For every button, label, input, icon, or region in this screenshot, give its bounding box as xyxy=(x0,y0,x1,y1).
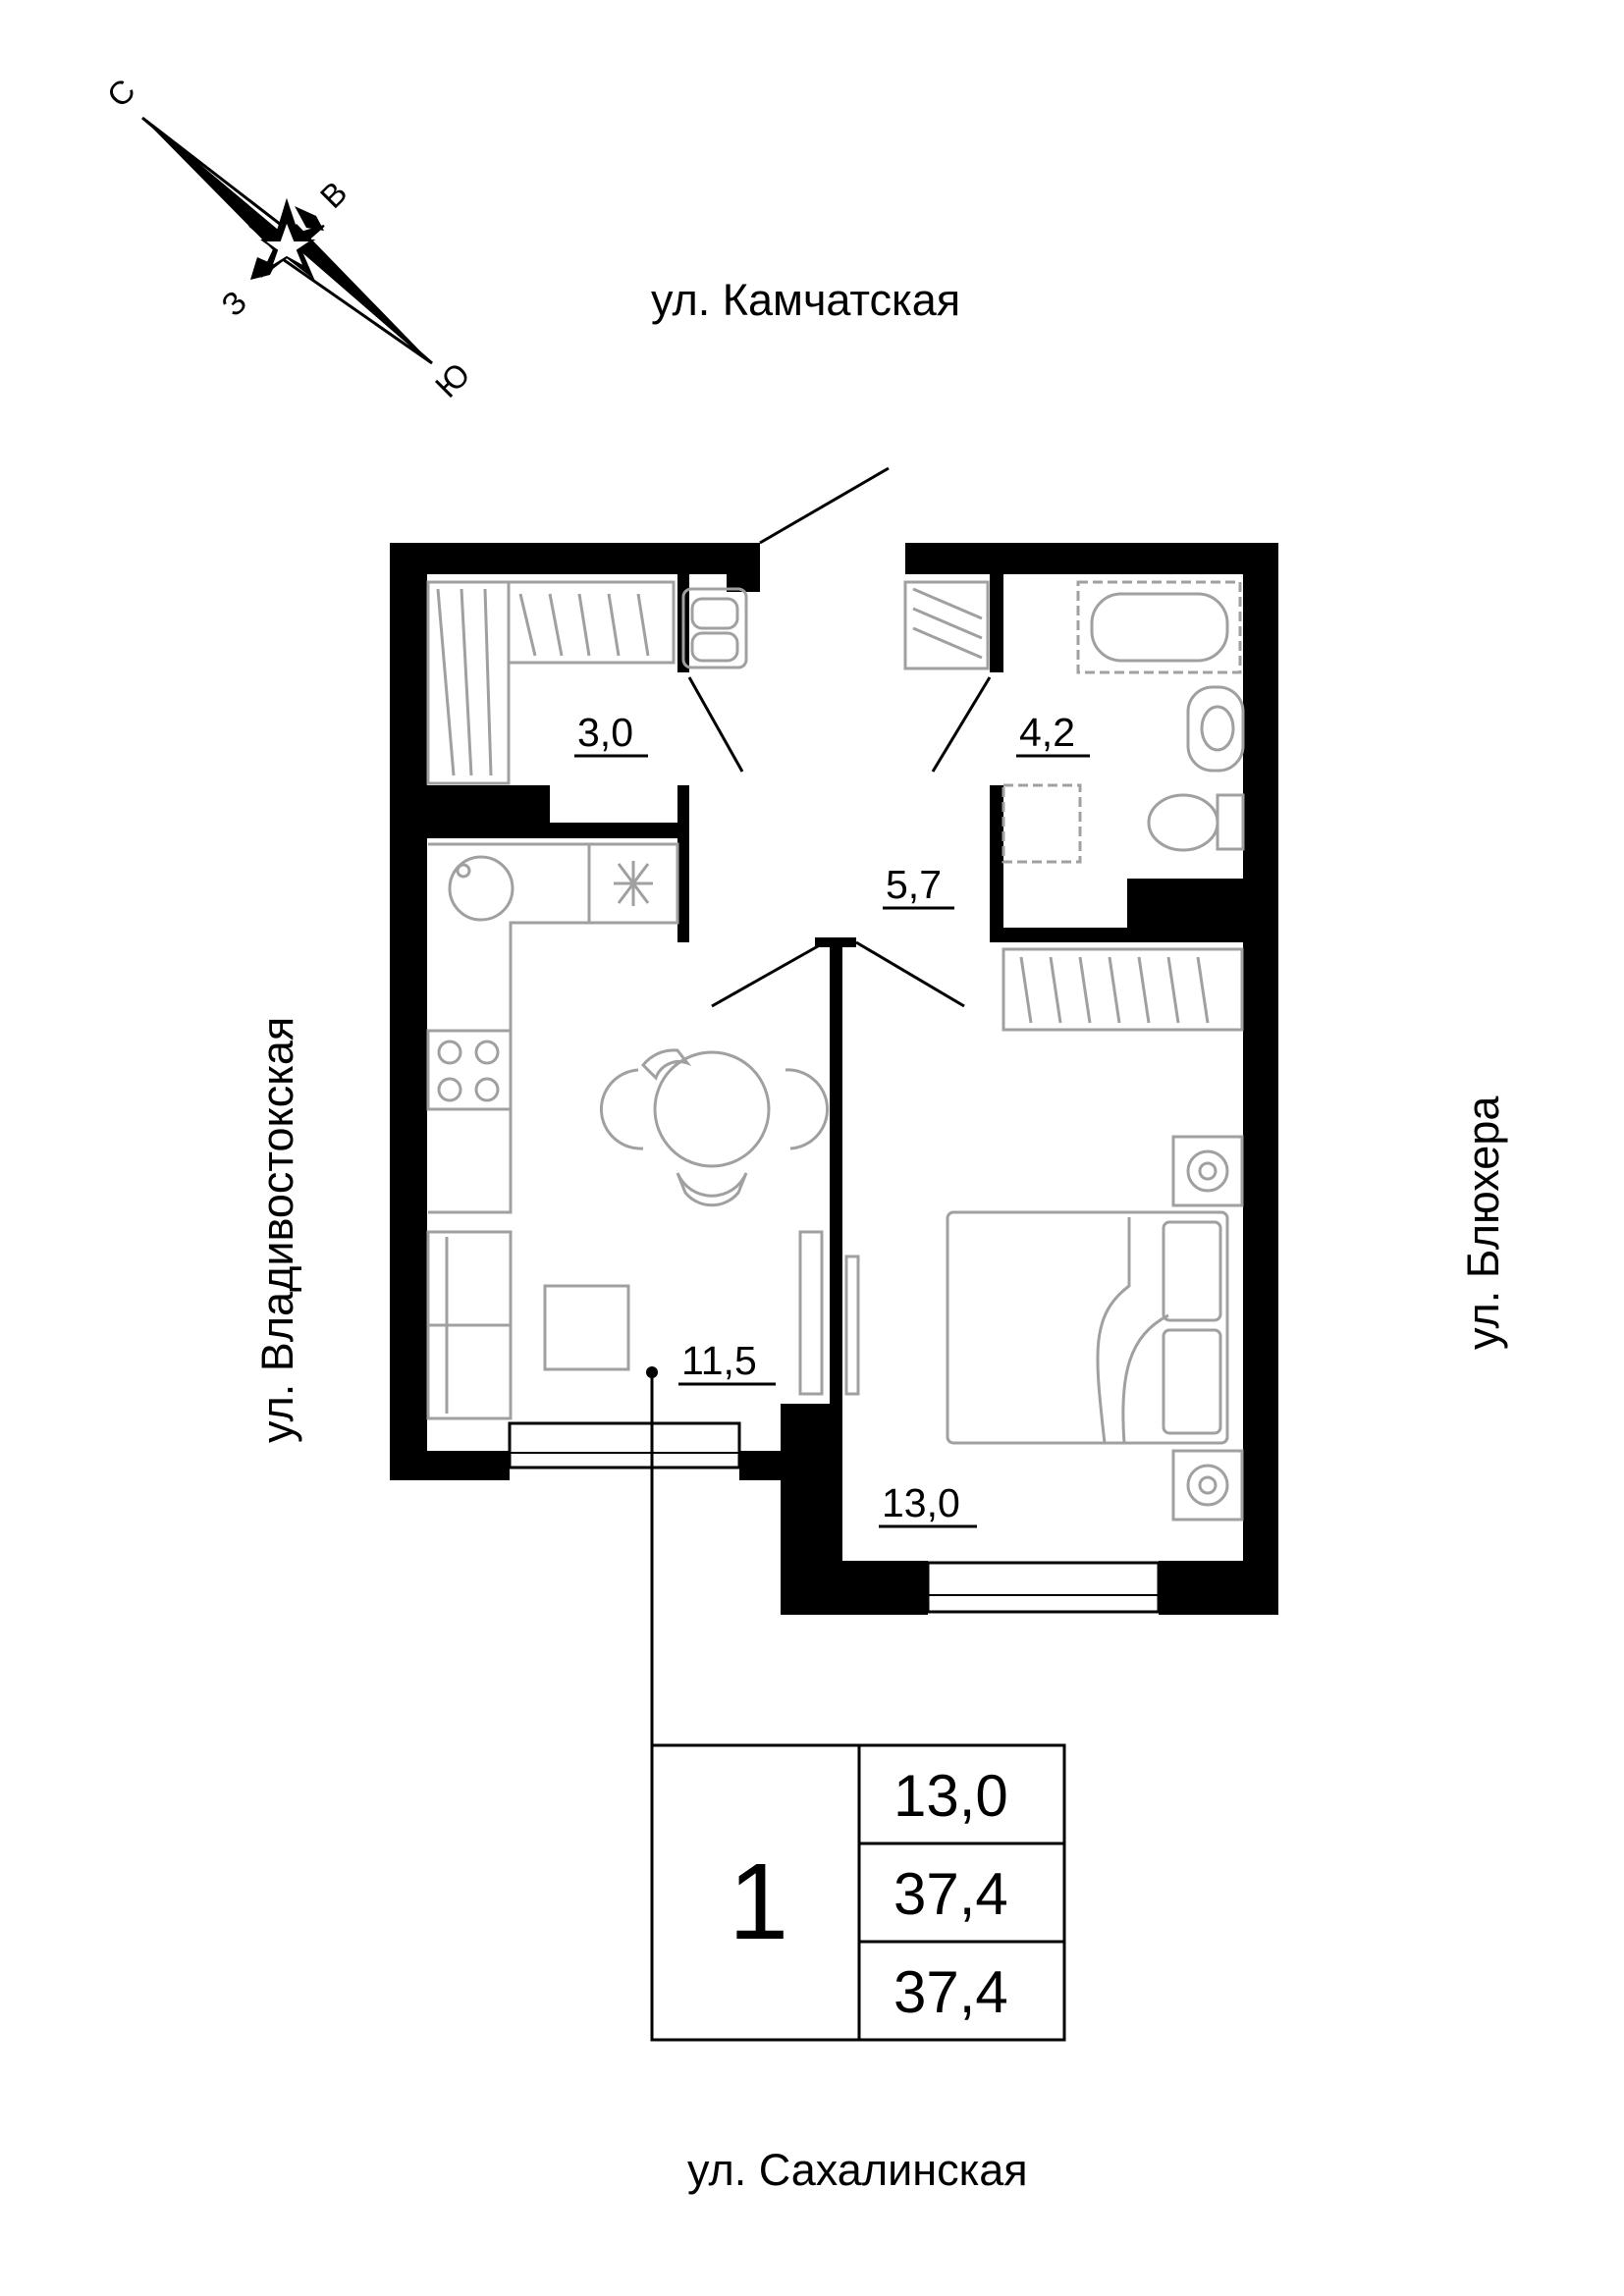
room-area-bathroom: 4,2 xyxy=(1019,710,1075,755)
summary-table: 1 13,0 37,4 37,4 xyxy=(650,1743,1066,2042)
door-swings xyxy=(687,676,992,1008)
room-area-kitchen: 11,5 xyxy=(681,1338,757,1383)
compass-south-label: Ю xyxy=(428,355,477,404)
walls xyxy=(390,466,1278,1615)
compass-west-label: З xyxy=(214,284,253,323)
street-label-top: ул. Камчатская xyxy=(651,275,961,325)
room-area-storage: 3,0 xyxy=(577,710,633,755)
room-labels: 3,0 4,2 5,7 11,5 13,0 xyxy=(574,710,1090,1528)
compass-north-label: С xyxy=(100,72,142,114)
room-area-bedroom: 13,0 xyxy=(882,1480,960,1525)
compass-rose-icon: С В Ю З xyxy=(100,72,477,404)
rooms-count: 1 xyxy=(729,1842,788,1962)
room-area-hallway: 5,7 xyxy=(886,862,942,907)
furniture xyxy=(426,580,1245,1614)
total-area: 37,4 xyxy=(893,1861,1008,1927)
total-area-with-balcony: 37,4 xyxy=(893,1959,1008,2025)
living-area: 13,0 xyxy=(893,1763,1008,1829)
street-label-bottom: ул. Сахалинская xyxy=(687,2145,1028,2195)
compass-east-label: В xyxy=(313,174,354,215)
